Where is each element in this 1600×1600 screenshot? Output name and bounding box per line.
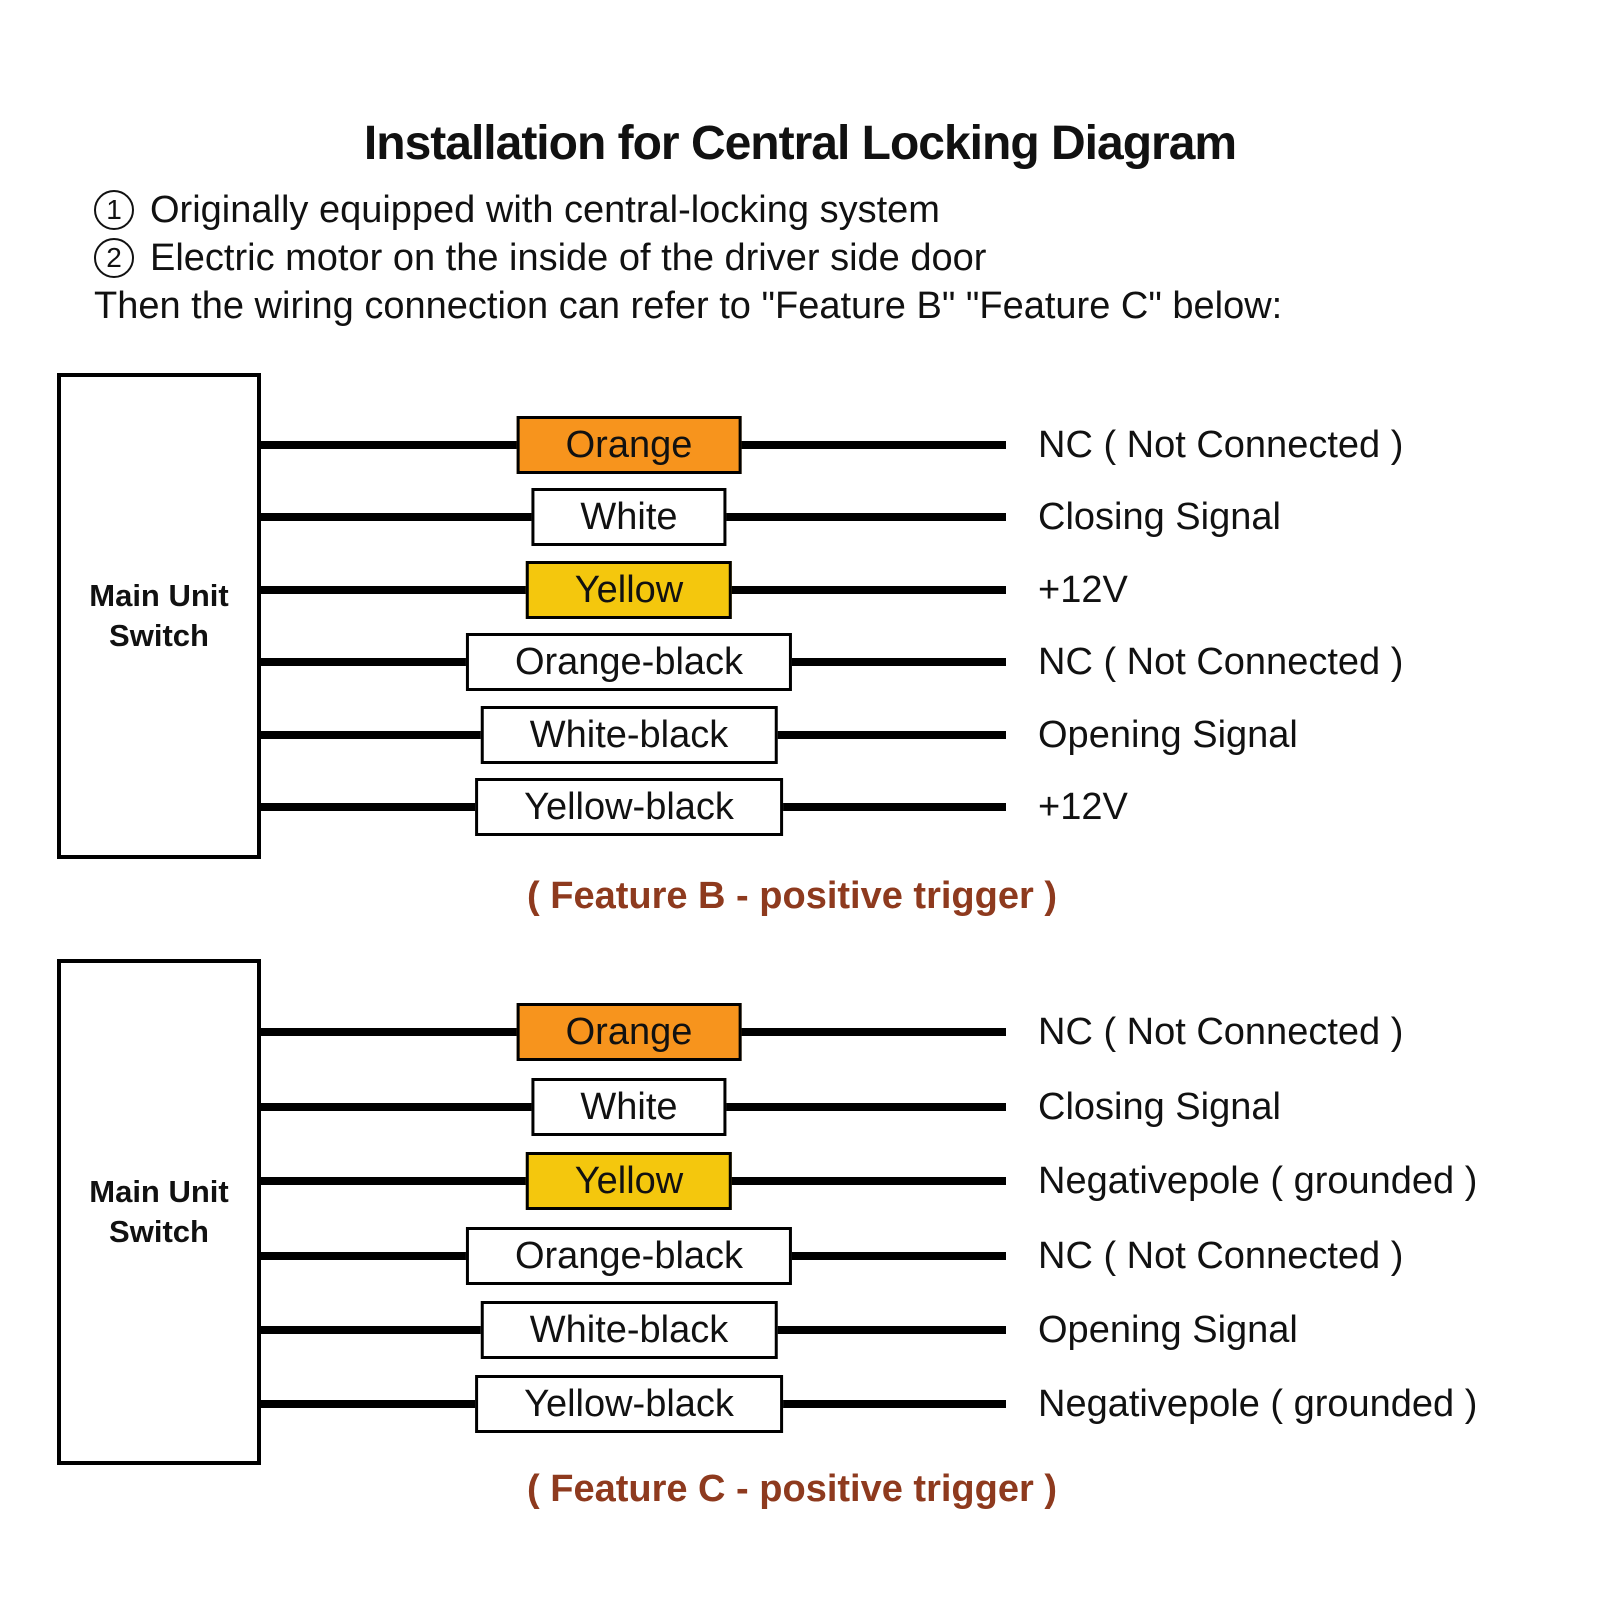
intro-line-2: 2 Electric motor on the inside of the dr…: [94, 234, 1554, 282]
wire-color-box: Orange-black: [465, 1227, 793, 1285]
signal-label: Negativepole ( grounded ): [1038, 1159, 1478, 1202]
wire-color-label: White: [580, 495, 678, 538]
intro-line-3: Then the wiring connection can refer to …: [94, 282, 1554, 330]
wire-color-box: Orange-black: [465, 633, 793, 691]
main-unit-switch-box: Main Unit Switch: [57, 373, 261, 859]
wire-color-label: Orange: [565, 1010, 693, 1053]
main-unit-switch-label: Main Unit Switch: [89, 1173, 229, 1249]
signal-label: NC ( Not Connected ): [1038, 1010, 1404, 1053]
signal-label: +12V: [1038, 785, 1128, 828]
wire-color-label: Yellow: [574, 1159, 684, 1202]
wire-color-box: Orange: [516, 416, 742, 474]
signal-label: NC ( Not Connected ): [1038, 423, 1404, 466]
signal-label: +12V: [1038, 568, 1128, 611]
signal-label: Opening Signal: [1038, 1308, 1298, 1351]
wire-color-box: Yellow-black: [475, 778, 783, 836]
wire-color-label: Orange-black: [514, 640, 744, 683]
feature-c-caption: ( Feature C - positive trigger ): [527, 1468, 1057, 1510]
intro-text-2: Electric motor on the inside of the driv…: [150, 236, 987, 279]
feature-c-diagram: Main Unit Switch Orange NC ( Not Connect…: [57, 959, 1577, 1534]
wire-color-box: Orange: [516, 1003, 742, 1061]
wire-color-label: Yellow-black: [524, 785, 734, 828]
signal-label: Opening Signal: [1038, 713, 1298, 756]
wire-color-box: White: [531, 1078, 727, 1136]
main-unit-switch-box: Main Unit Switch: [57, 959, 261, 1465]
feature-b-diagram: Main Unit Switch Orange NC ( Not Connect…: [57, 373, 1577, 933]
signal-label: NC ( Not Connected ): [1038, 640, 1404, 683]
circled-number-1: 1: [94, 190, 134, 230]
signal-label: Closing Signal: [1038, 1085, 1281, 1128]
wire-color-box: Yellow-black: [475, 1375, 783, 1433]
wire-color-label: White-black: [529, 713, 729, 756]
wire-color-label: White: [580, 1085, 678, 1128]
page-title: Installation for Central Locking Diagram: [363, 117, 1237, 170]
circled-number-2: 2: [94, 238, 134, 278]
wire-color-box: Yellow: [525, 1152, 733, 1210]
signal-label: Closing Signal: [1038, 495, 1281, 538]
intro-notes: 1 Originally equipped with central-locki…: [94, 186, 1554, 330]
feature-b-caption: ( Feature B - positive trigger ): [527, 875, 1057, 917]
wire-color-label: Yellow-black: [524, 1382, 734, 1425]
wire-color-box: White-black: [480, 1301, 778, 1359]
wire-color-label: Orange-black: [514, 1234, 744, 1277]
wire-color-box: White-black: [480, 706, 778, 764]
main-unit-switch-label: Main Unit Switch: [89, 577, 229, 653]
wire-color-label: Orange: [565, 423, 693, 466]
intro-text-3: Then the wiring connection can refer to …: [94, 284, 1283, 327]
intro-line-1: 1 Originally equipped with central-locki…: [94, 186, 1554, 234]
signal-label: Negativepole ( grounded ): [1038, 1382, 1478, 1425]
wire-color-label: White-black: [529, 1308, 729, 1351]
intro-text-1: Originally equipped with central-locking…: [150, 188, 940, 231]
wire-color-box: White: [531, 488, 727, 546]
wire-color-label: Yellow: [574, 568, 684, 611]
wire-color-box: Yellow: [525, 561, 733, 619]
signal-label: NC ( Not Connected ): [1038, 1234, 1404, 1277]
